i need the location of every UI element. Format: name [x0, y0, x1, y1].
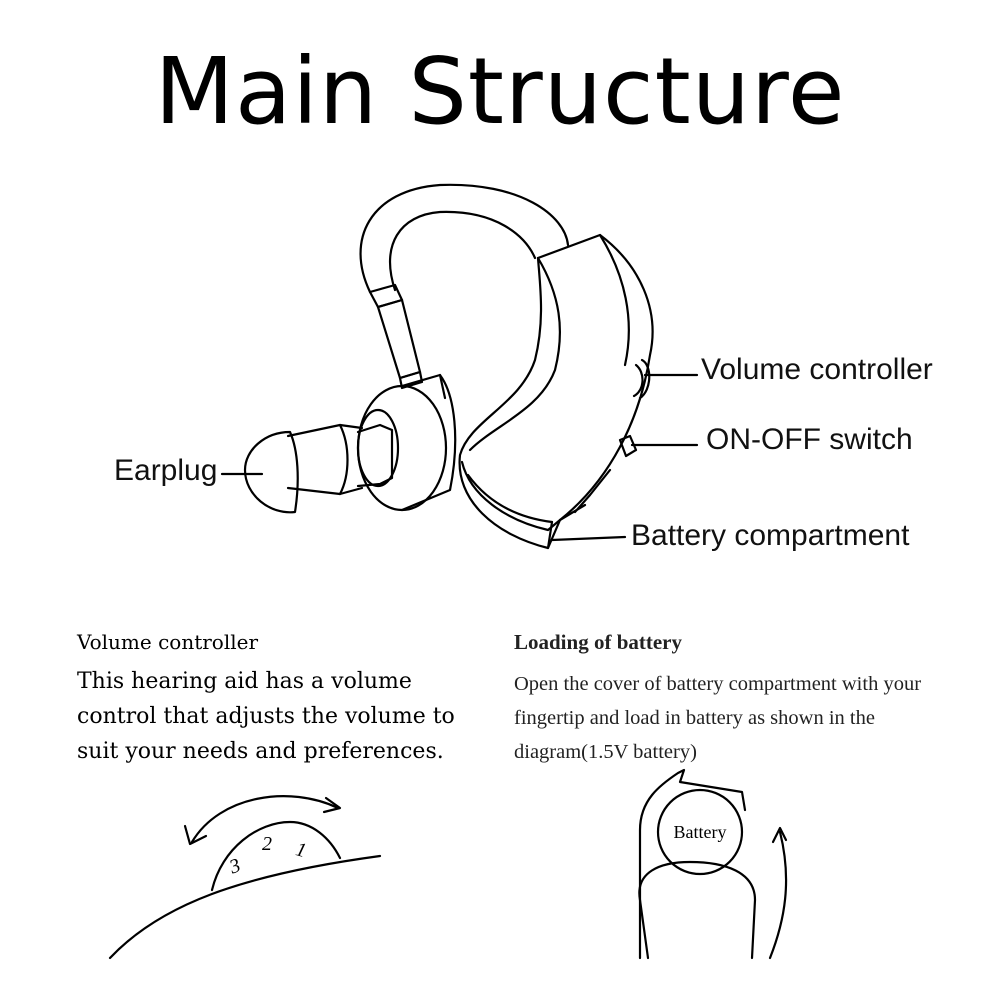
rotation-arrow — [190, 795, 340, 844]
dial-number-2: 2 — [262, 833, 272, 855]
earplug-label: Earplug — [114, 454, 218, 487]
on-off-switch-nub — [618, 434, 638, 458]
battery-section: Loading of battery Open the cover of bat… — [514, 630, 974, 769]
battery-compartment-outline — [638, 768, 747, 960]
insert-arrow — [768, 830, 788, 960]
earplug-dome — [243, 430, 299, 514]
dial-wheel — [210, 820, 342, 892]
battery-section-body: Open the cover of battery compartment wi… — [514, 673, 922, 763]
battery-circle — [656, 788, 744, 876]
volume-controller-label: Volume controller — [701, 353, 933, 386]
battery-compartment-label: Battery compartment — [631, 519, 910, 552]
dial-number-1: 1 — [293, 838, 308, 862]
volume-section-heading: Volume controller — [77, 630, 259, 654]
volume-dial-diagram — [108, 795, 382, 960]
battery-label: Battery — [674, 822, 727, 842]
volume-section-body: This hearing aid has a volume control th… — [77, 669, 455, 764]
battery-loading-diagram — [638, 768, 788, 960]
volume-section: Volume controller This hearing aid has a… — [77, 630, 477, 769]
volume-wheel — [638, 358, 651, 400]
dial-number-3: 3 — [226, 854, 244, 878]
on-off-switch-label: ON-OFF switch — [706, 423, 913, 456]
hearing-aid-body — [458, 233, 654, 550]
page-title: Main Structure — [154, 38, 846, 145]
battery-section-heading: Loading of battery — [514, 630, 682, 654]
ear-outline — [108, 854, 382, 960]
hearing-aid-illustration — [220, 183, 699, 550]
